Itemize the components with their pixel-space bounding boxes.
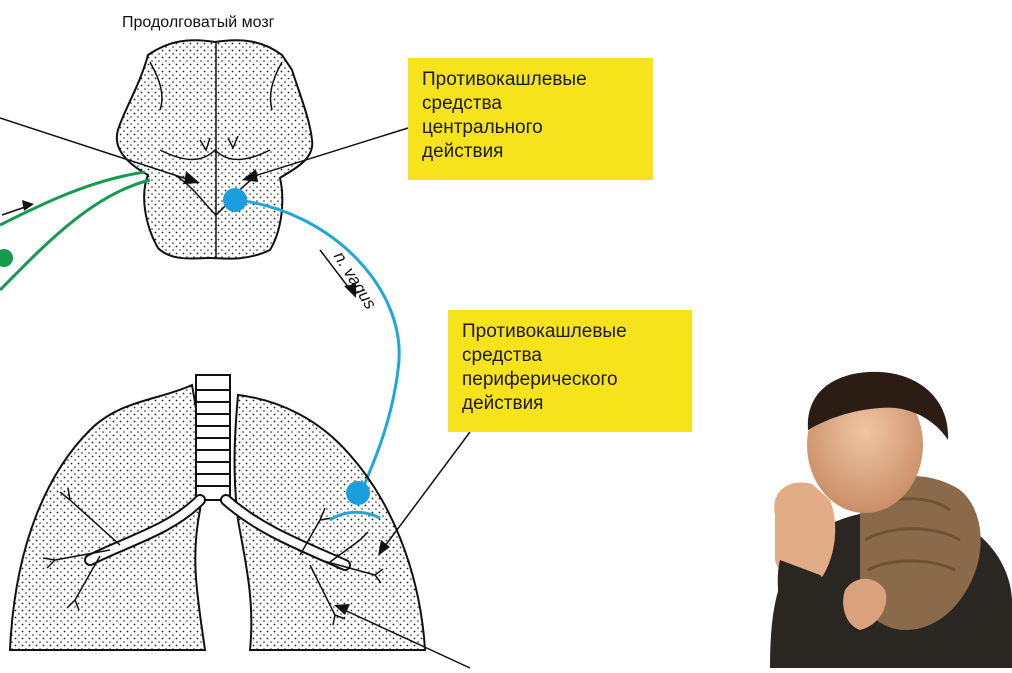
peripheral-action-box: Противокашлевые средства периферического… <box>448 310 692 432</box>
peripheral-box-line-1: Противокашлевые <box>462 321 627 342</box>
central-action-box: Противокашлевые средства центрального де… <box>408 58 653 180</box>
medulla-title: Продолговатый мозг <box>122 14 275 31</box>
peripheral-box-line-2: средства <box>462 345 542 366</box>
central-box-line-3: центрального <box>422 117 543 138</box>
peripheral-box-line-4: действия <box>462 393 544 414</box>
vagus-nerve <box>223 188 401 496</box>
central-box-line-2: средства <box>422 93 502 114</box>
central-box-line-4: действия <box>422 141 504 162</box>
peripheral-receptor-dot <box>346 481 370 505</box>
right-lung <box>233 393 427 651</box>
lungs <box>8 374 427 651</box>
peripheral-box-line-3: периферического <box>462 369 618 390</box>
central-receptor-dot <box>223 188 247 212</box>
medulla-oblongata <box>115 39 314 260</box>
central-box-line-1: Противокашлевые <box>422 69 587 90</box>
green-pathways <box>0 170 151 292</box>
coughing-person-photo <box>770 371 1012 668</box>
